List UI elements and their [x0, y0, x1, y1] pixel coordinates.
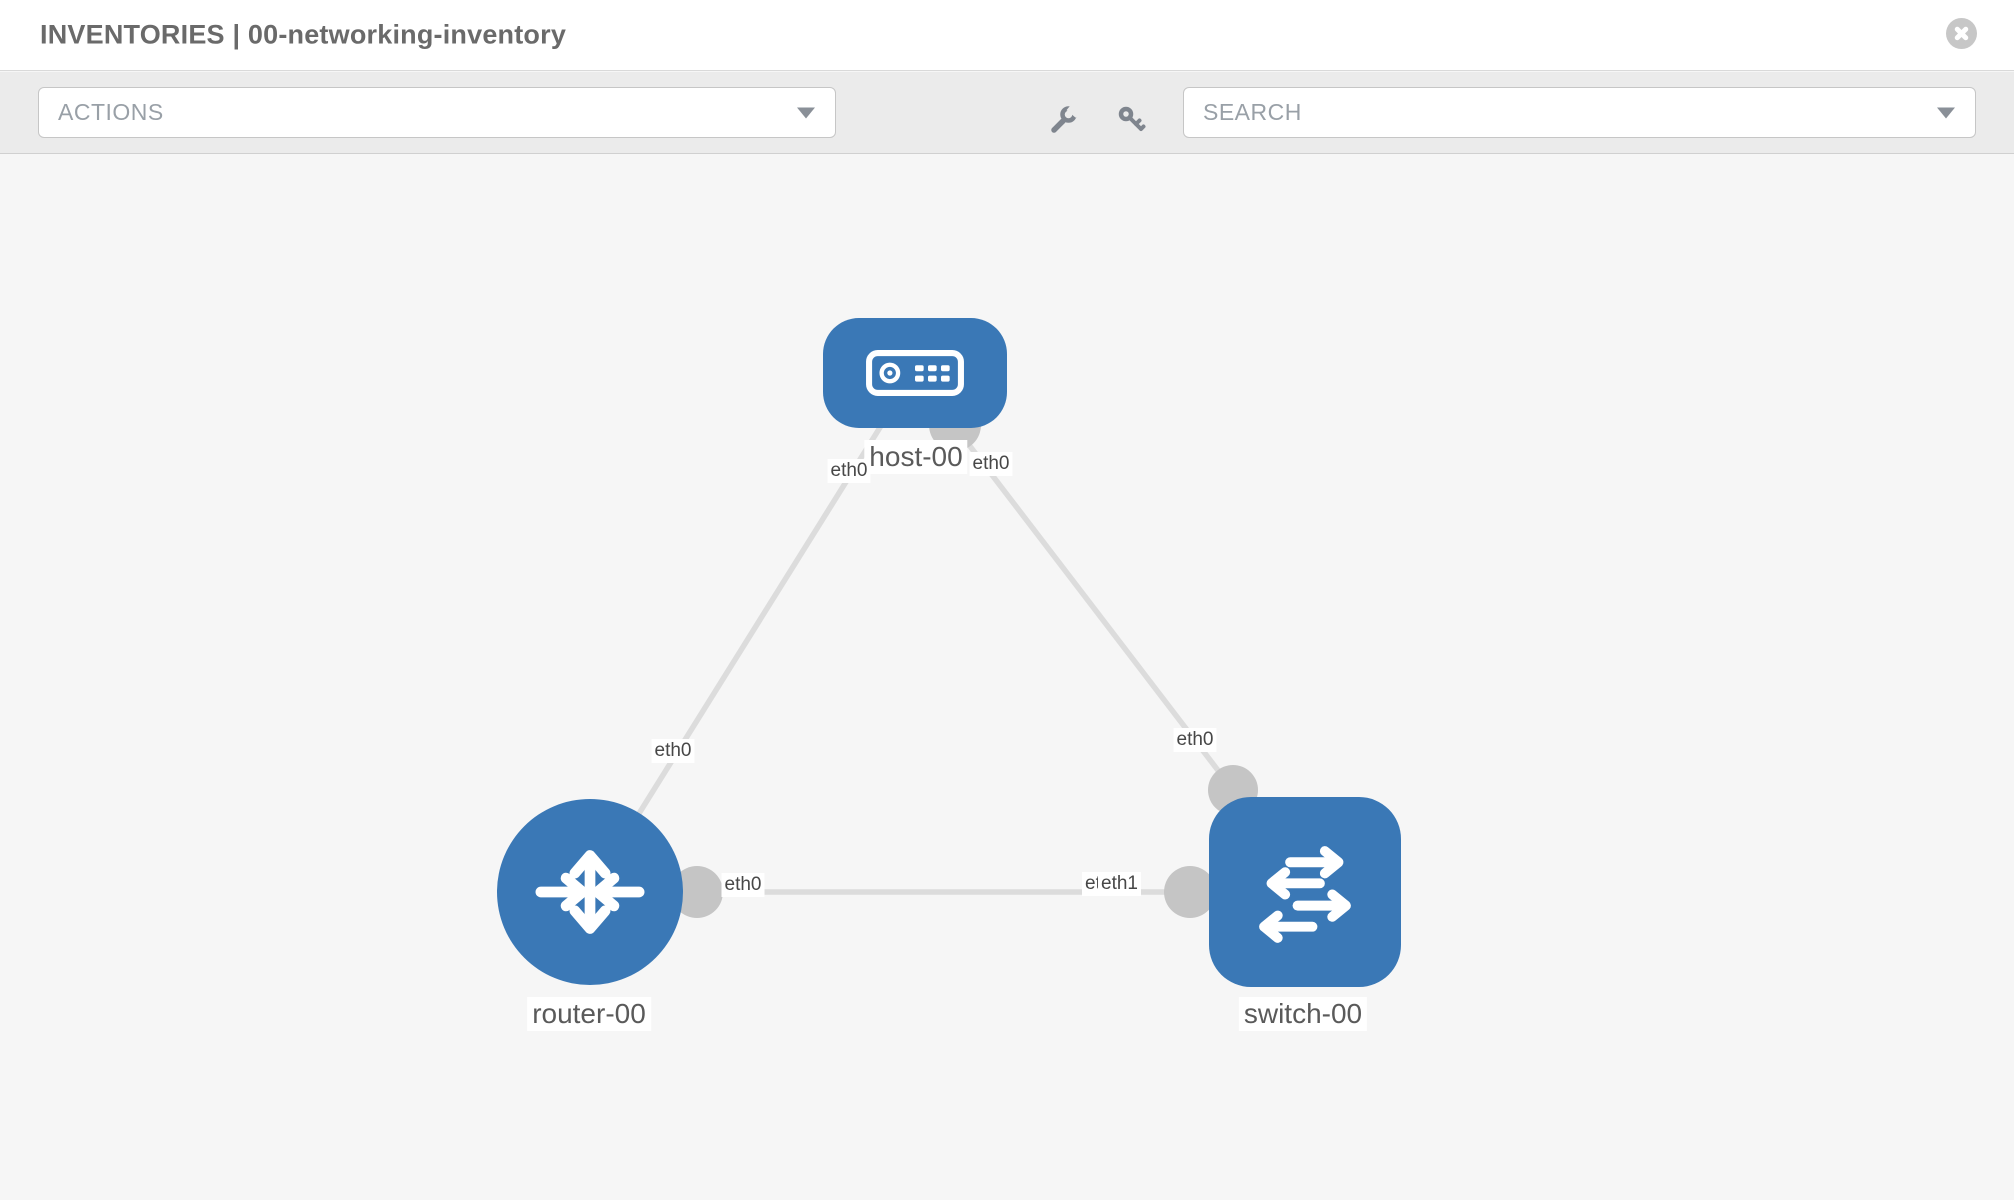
- port-router-eth0: [671, 866, 723, 918]
- router-icon: [527, 829, 653, 955]
- topology-canvas[interactable]: host-00 router-00 switch-00 eth0 eth0 et…: [0, 154, 2014, 1200]
- interface-label: eth0: [1173, 728, 1217, 752]
- interface-label: eth1: [1098, 872, 1141, 896]
- links-layer: [587, 371, 1305, 918]
- search-placeholder: SEARCH: [1203, 99, 1302, 125]
- node-label-host: host-00: [864, 440, 968, 474]
- node-switch-00[interactable]: [1209, 797, 1401, 987]
- node-router-00[interactable]: [497, 799, 683, 985]
- configure-tools-button[interactable]: [1044, 100, 1084, 140]
- key-icon: [1117, 105, 1147, 135]
- close-icon[interactable]: [1946, 18, 1977, 49]
- toolbar: ACTIONS: [0, 72, 2014, 154]
- interface-label: eth0: [721, 873, 765, 897]
- host-icon: [863, 345, 967, 401]
- actions-dropdown[interactable]: ACTIONS: [38, 87, 836, 138]
- interface-label: eth0: [651, 739, 695, 763]
- port-switch-eth1: [1164, 866, 1216, 918]
- switch-icon: [1243, 830, 1367, 954]
- window-header: INVENTORIES | 00-networking-inventory: [0, 0, 2014, 71]
- node-label-router: router-00: [527, 997, 651, 1031]
- wrench-icon: [1049, 105, 1079, 135]
- page-title: INVENTORIES | 00-networking-inventory: [40, 19, 567, 50]
- interface-label: eth0: [969, 452, 1013, 476]
- credentials-button[interactable]: [1112, 100, 1152, 140]
- interface-label: eth0: [827, 459, 871, 483]
- chevron-down-icon: [797, 107, 815, 118]
- actions-dropdown-value: ACTIONS: [58, 99, 164, 125]
- node-host-00[interactable]: [823, 318, 1007, 428]
- chevron-down-icon: [1937, 107, 1955, 118]
- search-dropdown[interactable]: SEARCH: [1183, 87, 1976, 138]
- node-label-switch: switch-00: [1238, 997, 1368, 1031]
